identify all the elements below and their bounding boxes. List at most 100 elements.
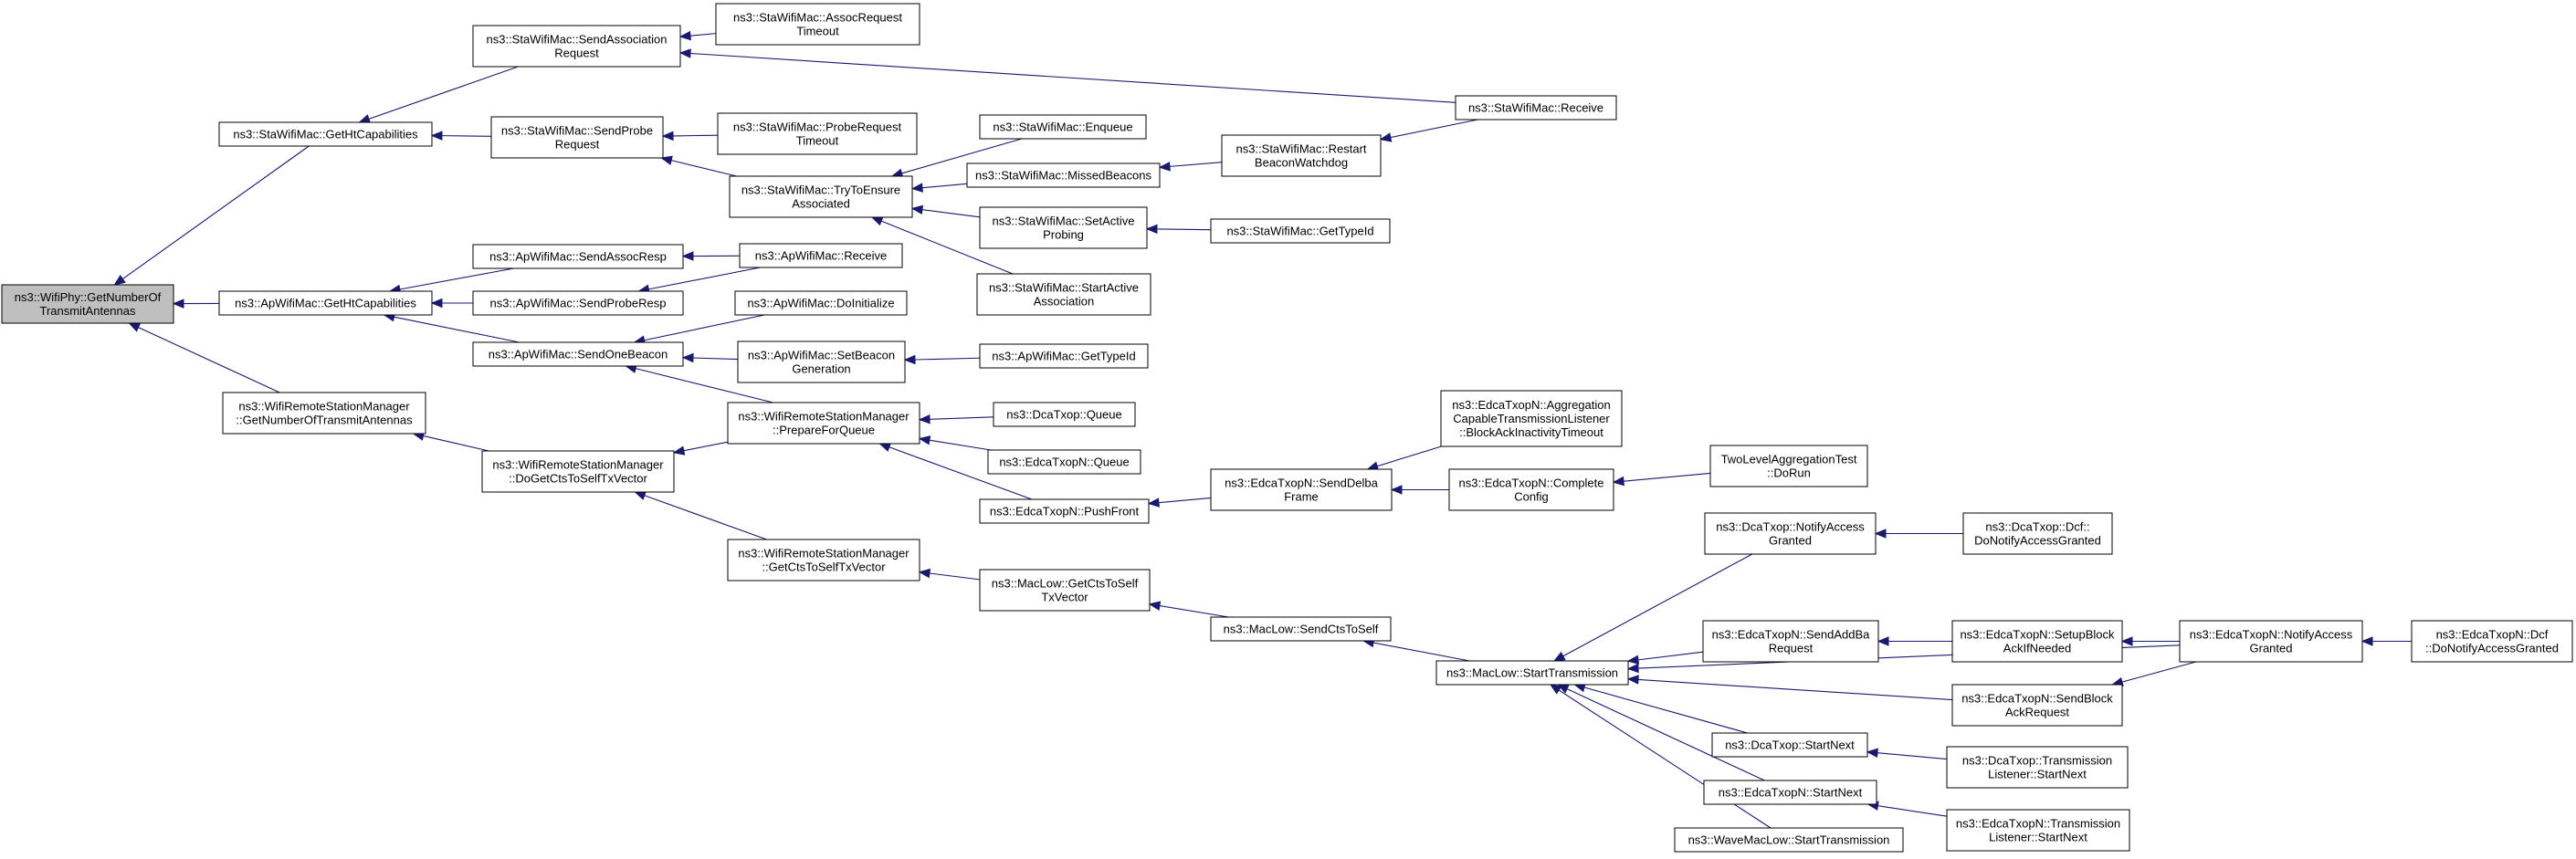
node-edca-queue[interactable]: ns3::EdcaTxopN::Queue bbox=[987, 449, 1141, 475]
edge-sta-restart-beacon-watchdog-to-sta-missed-beacons bbox=[1169, 162, 1223, 167]
node-box bbox=[717, 112, 918, 155]
edge-arrowhead bbox=[1145, 224, 1158, 235]
node-box bbox=[472, 25, 681, 68]
node-label: ns3::EdcaTxopN::Dcf bbox=[2436, 628, 2549, 642]
node-dca-transmission-listener-start-next[interactable]: ns3::DcaTxop::TransmissionListener::Star… bbox=[1946, 746, 2129, 789]
node-sta-missed-beacons[interactable]: ns3::StaWifiMac::MissedBeacons bbox=[966, 162, 1161, 188]
node-label: ns3::StaWifiMac::SendAssociation bbox=[487, 33, 668, 47]
node-sta-get-ht-capabilities[interactable]: ns3::StaWifiMac::GetHtCapabilities bbox=[218, 121, 433, 147]
node-box bbox=[1674, 827, 1904, 853]
node-mac-low-start-transmission[interactable]: ns3::MacLow::StartTransmission bbox=[1435, 660, 1629, 686]
node-get-number-of-transmit-antennas[interactable]: ns3::WifiPhy::GetNumberOfTransmitAntenna… bbox=[1, 284, 174, 324]
node-wrsm-do-get-cts-to-self-tx-vector[interactable]: ns3::WifiRemoteStationManager::DoGetCtsT… bbox=[481, 450, 675, 493]
node-box bbox=[1951, 620, 2123, 663]
node-edca-block-ack-inactivity-timeout[interactable]: ns3::EdcaTxopN::AggregationCapableTransm… bbox=[1440, 390, 1623, 447]
node-sta-enqueue[interactable]: ns3::StaWifiMac::Enqueue bbox=[979, 114, 1147, 140]
edge-edca-push-front-to-wrsm-prepare-for-queue bbox=[888, 446, 1033, 500]
node-two-level-do-run[interactable]: TwoLevelAggregationTest::DoRun bbox=[1709, 445, 1868, 487]
node-label: Request bbox=[554, 47, 599, 60]
node-dca-notify-access-granted[interactable]: ns3::DcaTxop::NotifyAccessGranted bbox=[1704, 512, 1877, 555]
node-ap-send-assoc-resp[interactable]: ns3::ApWifiMac::SendAssocResp bbox=[472, 244, 684, 269]
node-wave-start-transmission[interactable]: ns3::WaveMacLow::StartTransmission bbox=[1674, 827, 1904, 853]
node-label: ns3::EdcaTxopN::SendDelba bbox=[1225, 477, 1378, 490]
node-box bbox=[218, 121, 433, 147]
node-box bbox=[1946, 746, 2129, 789]
node-label: ns3::WaveMacLow::StartTransmission bbox=[1688, 833, 1890, 847]
node-wrsm-prepare-for-queue[interactable]: ns3::WifiRemoteStationManager::PrepareFo… bbox=[727, 402, 920, 445]
node-box bbox=[1946, 809, 2130, 852]
edge-arrowhead bbox=[634, 490, 647, 500]
edge-arrowhead bbox=[1612, 476, 1624, 487]
edge-arrowhead bbox=[918, 435, 931, 445]
node-label: ns3::ApWifiMac::GetTypeId bbox=[992, 350, 1136, 363]
node-mac-low-send-cts-to-self[interactable]: ns3::MacLow::SendCtsToSelf bbox=[1210, 616, 1392, 642]
edge-arrowhead bbox=[1379, 132, 1393, 142]
edge-mac-low-get-cts-to-self-tx-vector-to-wrsm-get-cts-to-self-tx-vector bbox=[929, 572, 981, 581]
node-box bbox=[966, 162, 1161, 188]
edge-sta-probe-request-timeout-to-sta-send-probe-request bbox=[672, 134, 719, 137]
edge-ap-send-assoc-resp-to-ap-get-ht-capabilities bbox=[399, 267, 514, 290]
node-mac-low-get-cts-to-self-tx-vector[interactable]: ns3::MacLow::GetCtsToSelfTxVector bbox=[979, 569, 1151, 612]
node-label: ns3::DcaTxop::Transmission bbox=[1962, 754, 2112, 768]
node-ap-send-probe-resp[interactable]: ns3::ApWifiMac::SendProbeResp bbox=[472, 290, 684, 316]
node-box bbox=[987, 449, 1141, 475]
node-label: Request bbox=[555, 138, 600, 152]
node-sta-get-type-id[interactable]: ns3::StaWifiMac::GetTypeId bbox=[1210, 218, 1391, 244]
edge-arrowhead bbox=[1552, 651, 1566, 662]
node-box bbox=[1448, 468, 1614, 511]
edge-arrowhead bbox=[1148, 601, 1162, 611]
node-box bbox=[218, 290, 433, 316]
node-label: ns3::MacLow::SendCtsToSelf bbox=[1224, 623, 1379, 636]
node-edca-dcf-do-notify-access-granted[interactable]: ns3::EdcaTxopN::Dcf::DoNotifyAccessGrant… bbox=[2411, 620, 2573, 663]
node-label: ns3::WifiRemoteStationManager bbox=[738, 547, 909, 560]
edge-arrowhead bbox=[1866, 748, 1878, 758]
node-edca-notify-access-granted[interactable]: ns3::EdcaTxopN::NotifyAccessGranted bbox=[2179, 620, 2363, 663]
node-box bbox=[979, 343, 1149, 369]
node-wrsm-get-number-of-transmit-antennas[interactable]: ns3::WifiRemoteStationManager::GetNumber… bbox=[222, 392, 426, 435]
edge-arrowhead bbox=[1147, 498, 1160, 508]
node-dca-queue[interactable]: ns3::DcaTxop::Queue bbox=[993, 402, 1136, 427]
node-label: ns3::StaWifiMac::TryToEnsure bbox=[741, 183, 900, 197]
node-dca-do-notify-access-granted[interactable]: ns3::DcaTxop::Dcf::DoNotifyAccessGranted bbox=[1962, 512, 2113, 555]
edge-arrowhead bbox=[128, 322, 142, 332]
node-ap-get-type-id[interactable]: ns3::ApWifiMac::GetTypeId bbox=[979, 343, 1149, 369]
node-sta-receive[interactable]: ns3::StaWifiMac::Receive bbox=[1455, 95, 1617, 120]
node-ap-send-one-beacon[interactable]: ns3::ApWifiMac::SendOneBeacon bbox=[472, 341, 684, 367]
node-edca-transmission-listener-start-next[interactable]: ns3::EdcaTxopN::TransmissionListener::St… bbox=[1946, 809, 2130, 852]
node-label: ns3::EdcaTxopN::SendAddBa bbox=[1712, 628, 1870, 642]
node-label: ns3::WifiRemoteStationManager bbox=[492, 458, 664, 472]
node-label: Request bbox=[1769, 642, 1814, 655]
node-label: ns3::StaWifiMac::Enqueue bbox=[993, 120, 1132, 134]
node-edca-start-next[interactable]: ns3::EdcaTxopN::StartNext bbox=[1703, 780, 1877, 805]
node-label: Probing bbox=[1043, 228, 1084, 242]
node-dca-start-next[interactable]: ns3::DcaTxop::StartNext bbox=[1711, 732, 1868, 758]
node-wrsm-get-cts-to-self-tx-vector[interactable]: ns3::WifiRemoteStationManager::GetCtsToS… bbox=[727, 539, 920, 581]
node-ap-do-initialize[interactable]: ns3::ApWifiMac::DoInitialize bbox=[734, 290, 908, 316]
node-ap-get-ht-capabilities[interactable]: ns3::ApWifiMac::GetHtCapabilities bbox=[218, 290, 433, 316]
node-ap-receive[interactable]: ns3::ApWifiMac::Receive bbox=[739, 243, 903, 268]
node-label: ns3::MacLow::StartTransmission bbox=[1446, 666, 1618, 680]
edge-edca-notify-access-granted-to-edca-send-block-ack-request bbox=[2121, 661, 2196, 683]
node-edca-push-front[interactable]: ns3::EdcaTxopN::PushFront bbox=[979, 498, 1150, 524]
node-box bbox=[976, 273, 1151, 316]
edge-arrowhead bbox=[681, 352, 694, 363]
node-box bbox=[1440, 390, 1623, 447]
edge-sta-assoc-request-timeout-to-sta-send-association-request bbox=[689, 33, 717, 37]
node-label: ns3::EdcaTxopN::Complete bbox=[1459, 477, 1604, 490]
edge-arrowhead bbox=[918, 568, 931, 579]
